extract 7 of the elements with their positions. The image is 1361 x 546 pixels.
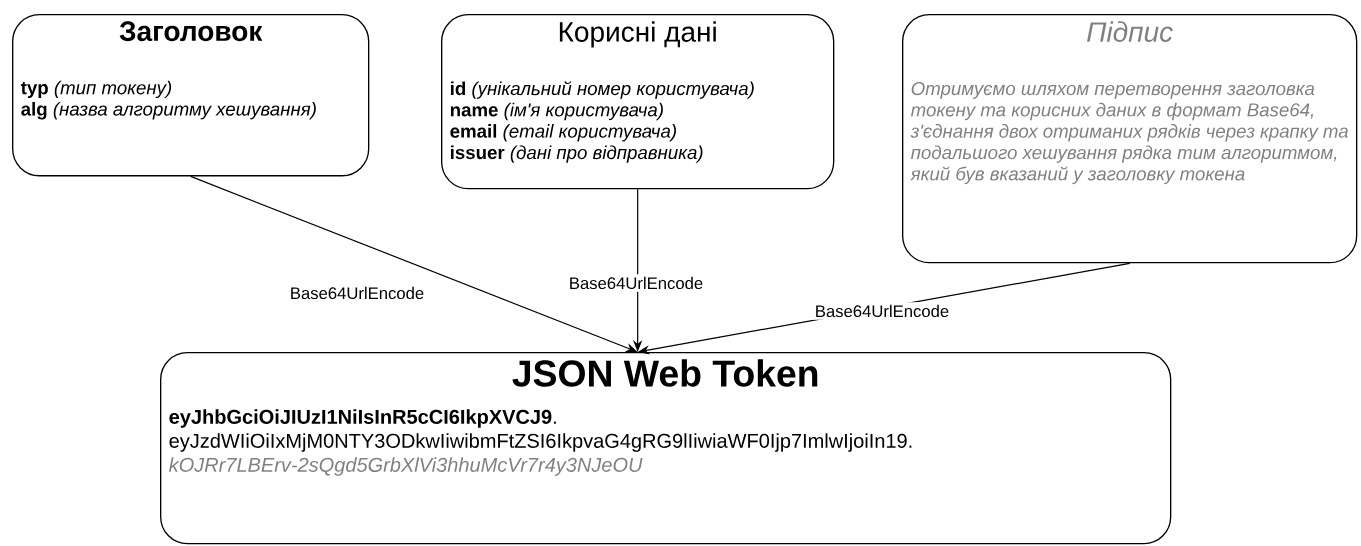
signature-box: Підпис Отримуємо шляхом перетворення заголовка токену та корисних даних в формат Base64, з'єднання двох отриманих рядків через крапку та подальшого хешування рядка тим алгоритмом, який був вказаний у заголовку токена (902, 14, 1358, 264)
edge-label: Base64UrlEncode (812, 302, 952, 320)
token-box: JSON Web Token eyJhbGciOiJIUzI1NiIsInR5cCI6IkpXVCJ9. eyJzdWIiOiIxMjM0NTY3ODkwIiwibmFtZSI6IkpvaG4gRG9lIiwiaWF0Ijp7ImlwIjoiIn19. kOJRr7LBErv-2sQgd5GrbXlVi3hhuMcVr7r4y3NJeOU (160, 352, 1172, 545)
edge-label: Base64UrlEncode (566, 274, 706, 292)
payload-box: Корисні дані id (унікальний номер користувача) name (ім'я користувача) email (email користувача) issuer (дані про відправника) (441, 14, 835, 190)
header-box: Заголовок typ (тип токену) alg (назва алгоритму хешування) (12, 14, 370, 177)
edge-label: Base64UrlEncode (287, 284, 427, 302)
